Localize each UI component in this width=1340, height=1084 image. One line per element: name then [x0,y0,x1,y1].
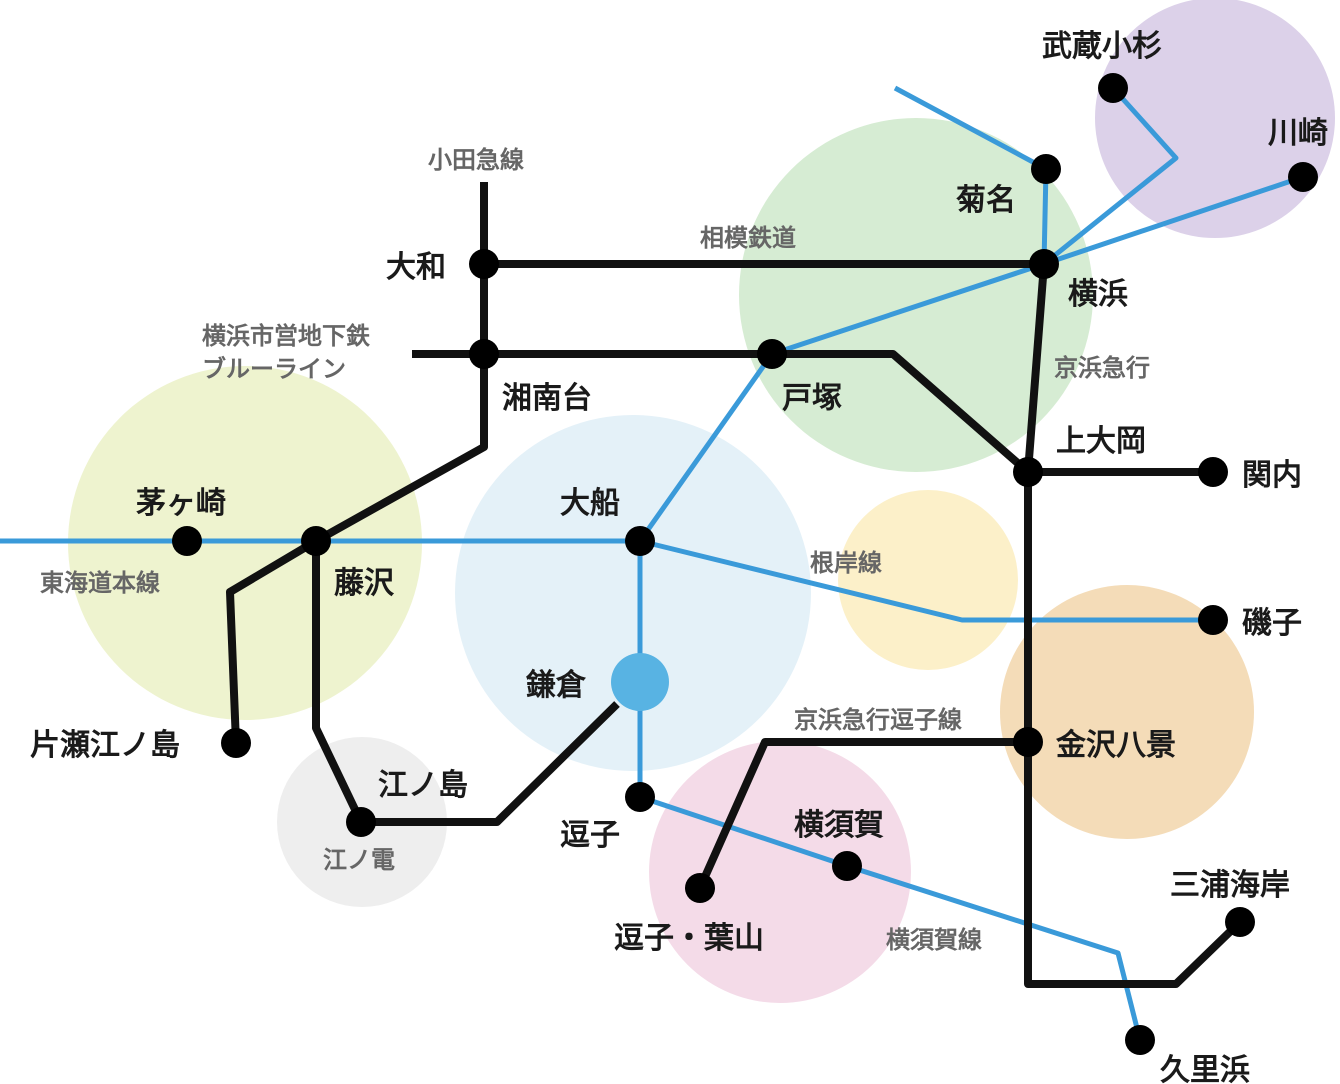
yokohama-musashikosugi-line [1042,86,1179,266]
line-label-yokosuka: 横須賀線 [886,926,982,954]
station-dot-yokohama[interactable] [1029,249,1059,279]
station-label-kamakura: 鎌倉 [526,668,587,703]
line-label-sotetsu: 相模鉄道 [700,224,796,252]
keikyu-line [1024,263,1243,988]
station-dot-enoshima[interactable] [346,807,376,837]
station-dot-zushi-hayama[interactable] [685,873,715,903]
station-dot-kurihama[interactable] [1125,1025,1155,1055]
line-label-keikyu-zushi: 京浜急行逗子線 [794,706,962,734]
line-labels: 小田急線 相模鉄道 横浜市営地下鉄 ブルーライン 京浜急行 東海道本線 根岸線 … [40,146,1150,954]
keikyu-zushi-line [696,738,1028,890]
station-label-isogo: 磯子 [1242,606,1302,641]
area-circle-yokosuka [649,741,911,1003]
area-circles [68,0,1335,1003]
line-label-blueline-1: 横浜市営地下鉄 [202,322,370,350]
station-dot-kikuna[interactable] [1031,154,1061,184]
station-labels: 武蔵小杉 川崎 菊名 横浜 大和 湘南台 戸塚 上大岡 関内 茅ヶ崎 藤沢 大船… [30,29,1328,1084]
line-label-negishi: 根岸線 [810,549,882,577]
station-label-katase-enoshima: 片瀬江ノ島 [30,728,180,763]
station-label-totsuka: 戸塚 [782,381,842,416]
station-dot-isogo[interactable] [1198,605,1228,635]
station-label-musashikosugi: 武蔵小杉 [1042,29,1162,64]
yokosuka-line [639,794,1143,1041]
line-label-tokaido: 東海道本線 [40,569,160,597]
station-label-kurihama: 久里浜 [1160,1053,1250,1084]
station-dot-musashikosugi[interactable] [1098,73,1128,103]
blueline-line [412,350,1031,476]
station-label-zushi-hayama: 逗子・葉山 [614,921,764,956]
station-label-kanazawa-hakkei: 金沢八景 [1055,728,1176,763]
station-dot-zushi[interactable] [625,782,655,812]
area-circle-kanazawa [1000,585,1254,839]
station-label-enoshima: 江ノ島 [378,768,468,803]
line-label-blueline-2: ブルーライン [202,355,346,383]
station-dot-shonandai[interactable] [469,339,499,369]
area-circle-kawasaki [1095,0,1335,238]
station-label-kannai: 関内 [1242,458,1302,493]
station-label-shonandai: 湘南台 [502,381,592,416]
area-circle-yokohama [739,118,1093,472]
station-label-yokosuka: 横須賀 [794,808,884,843]
station-label-fujisawa: 藤沢 [334,566,395,601]
station-label-miura-kaigan: 三浦海岸 [1170,868,1290,903]
station-dot-yamato[interactable] [469,249,499,279]
station-dot-ofuna[interactable] [625,526,655,556]
totsuka-ofuna-line [637,352,775,543]
line-label-enoden: 江ノ電 [323,846,395,874]
station-dot-miura-kaigan[interactable] [1225,907,1255,937]
kamakura-marker [611,653,669,711]
station-dot-totsuka[interactable] [757,339,787,369]
station-label-chigasaki: 茅ヶ崎 [136,486,226,521]
station-label-kawasaki: 川崎 [1268,116,1328,151]
station-dot-kawasaki[interactable] [1288,162,1318,192]
station-dot-yokosuka[interactable] [832,851,862,881]
station-label-kikuna: 菊名 [956,183,1016,218]
station-dots [172,73,1318,1055]
station-label-kamiooka: 上大岡 [1056,424,1146,459]
negishi-line [639,538,1213,623]
station-label-zushi: 逗子 [560,818,620,853]
station-dot-chigasaki[interactable] [172,526,202,556]
station-label-ofuna: 大船 [560,486,620,521]
station-label-yamato: 大和 [386,250,446,285]
area-circle-kamakura [455,415,811,771]
station-dot-kamiooka[interactable] [1013,457,1043,487]
station-label-yokohama: 横浜 [1068,277,1128,312]
station-dot-fujisawa[interactable] [301,526,331,556]
area-circle-isogo [838,490,1018,670]
station-dot-katase-enoshima[interactable] [221,728,251,758]
line-label-keikyu: 京浜急行 [1054,354,1150,382]
station-dot-kanazawa-hakkei[interactable] [1013,727,1043,757]
line-label-odakyu: 小田急線 [428,146,524,174]
station-dot-kannai[interactable] [1198,457,1228,487]
